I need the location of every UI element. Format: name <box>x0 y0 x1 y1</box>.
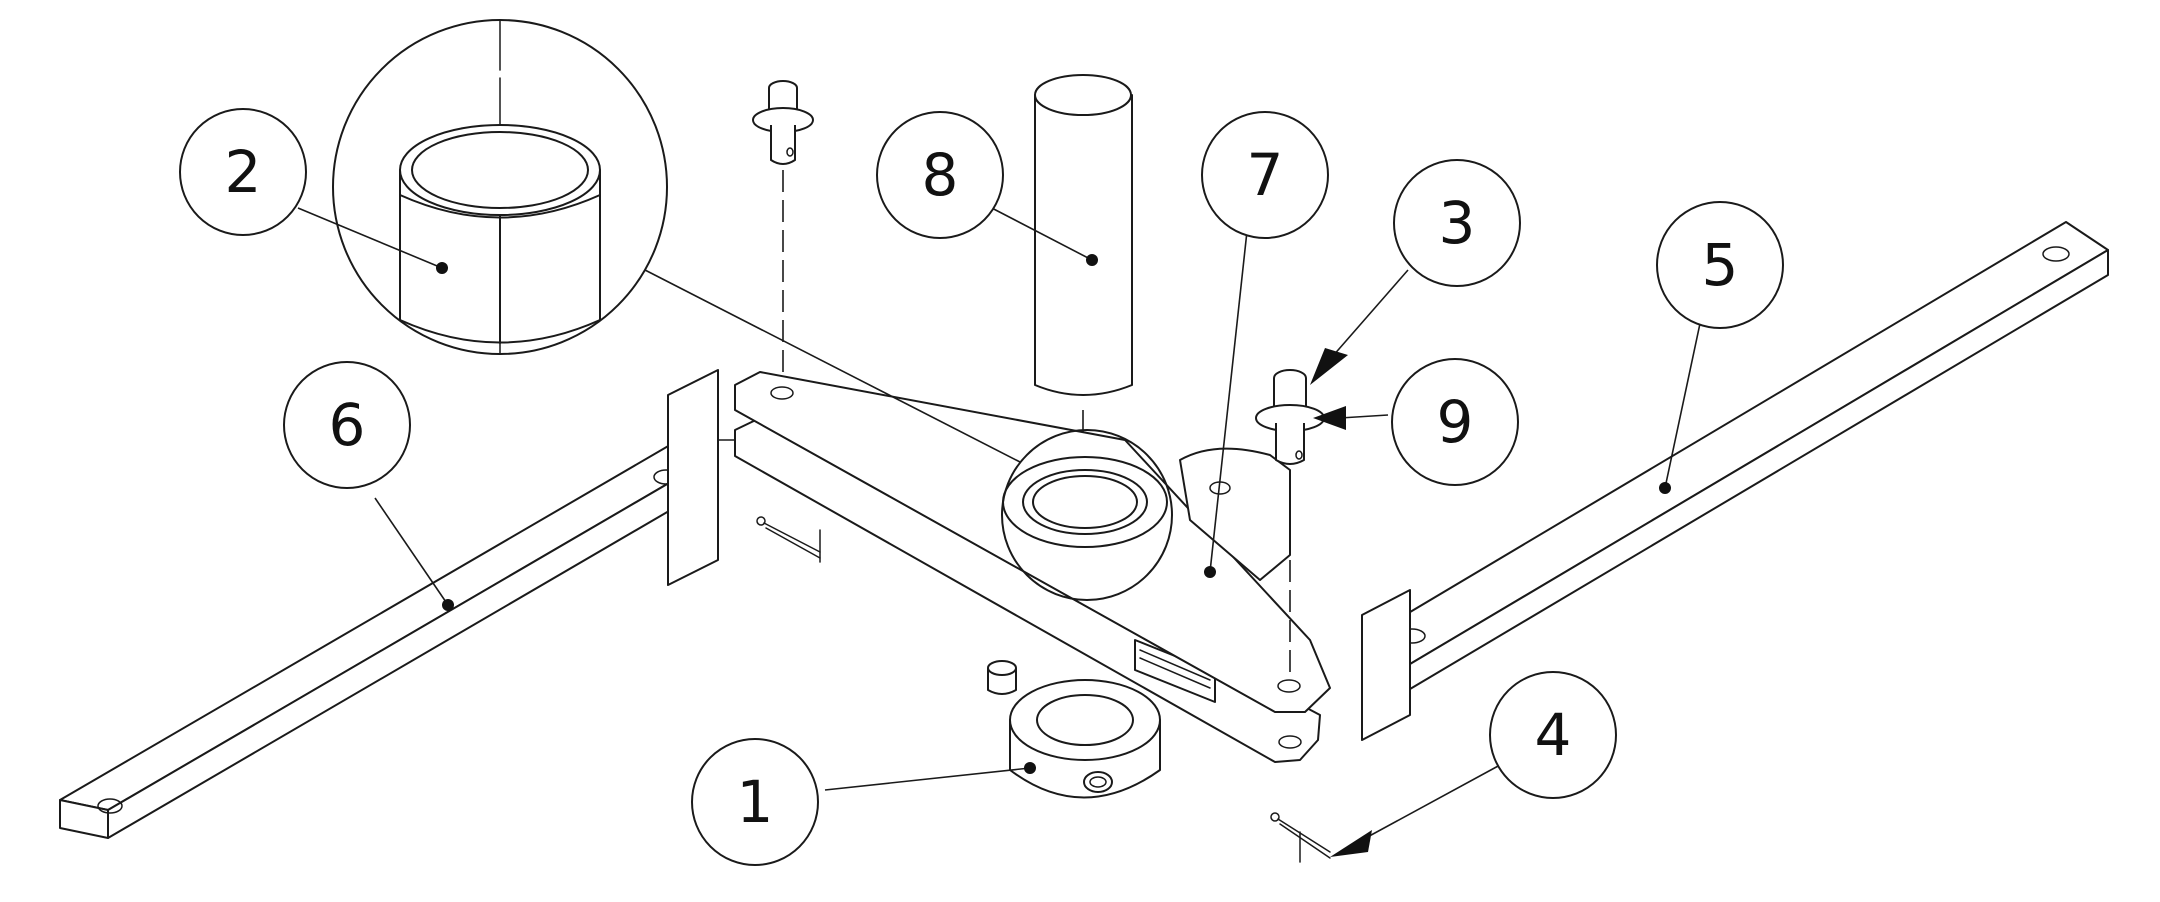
callout-5-label: 5 <box>1702 231 1739 299</box>
part-6-left-arm <box>59 369 761 839</box>
callout-9: 9 <box>1391 358 1519 486</box>
bearing-detail-circle <box>1001 429 1173 601</box>
leader-dots <box>436 254 1671 774</box>
callout-1: 1 <box>691 738 819 866</box>
part-8-shaft <box>1034 74 1133 440</box>
set-screw <box>987 660 1017 695</box>
leader-lines <box>297 204 1706 841</box>
callout-3-label: 3 <box>1439 189 1476 257</box>
arrow-9 <box>1313 406 1346 430</box>
part-2-bushing-detail <box>332 19 1021 463</box>
callout-8-label: 8 <box>922 141 959 209</box>
part-3-9-clevis-pin <box>1255 369 1325 680</box>
arrow-4 <box>1330 830 1372 857</box>
cotter-pin-left <box>756 516 821 563</box>
part-5-right-arm <box>1361 221 2109 741</box>
arrow-3 <box>1310 348 1348 385</box>
part-4-cotter-pin <box>1270 812 1331 863</box>
callout-9-label: 9 <box>1437 388 1474 456</box>
callout-6: 6 <box>283 361 411 489</box>
callout-3: 3 <box>1393 159 1521 287</box>
callout-6-label: 6 <box>329 391 366 459</box>
callout-4: 4 <box>1489 671 1617 799</box>
part-7-triangle-plate <box>734 371 1331 763</box>
callout-5: 5 <box>1656 201 1784 329</box>
callout-7-label: 7 <box>1247 141 1284 209</box>
callout-1-label: 1 <box>737 768 774 836</box>
callout-4-label: 4 <box>1535 701 1572 769</box>
clevis-pin-left <box>752 80 814 380</box>
part-1-shaft-collar <box>1009 679 1161 799</box>
callout-2: 2 <box>179 108 307 236</box>
callout-8: 8 <box>876 111 1004 239</box>
callout-7: 7 <box>1201 111 1329 239</box>
callout-2-label: 2 <box>225 138 262 206</box>
